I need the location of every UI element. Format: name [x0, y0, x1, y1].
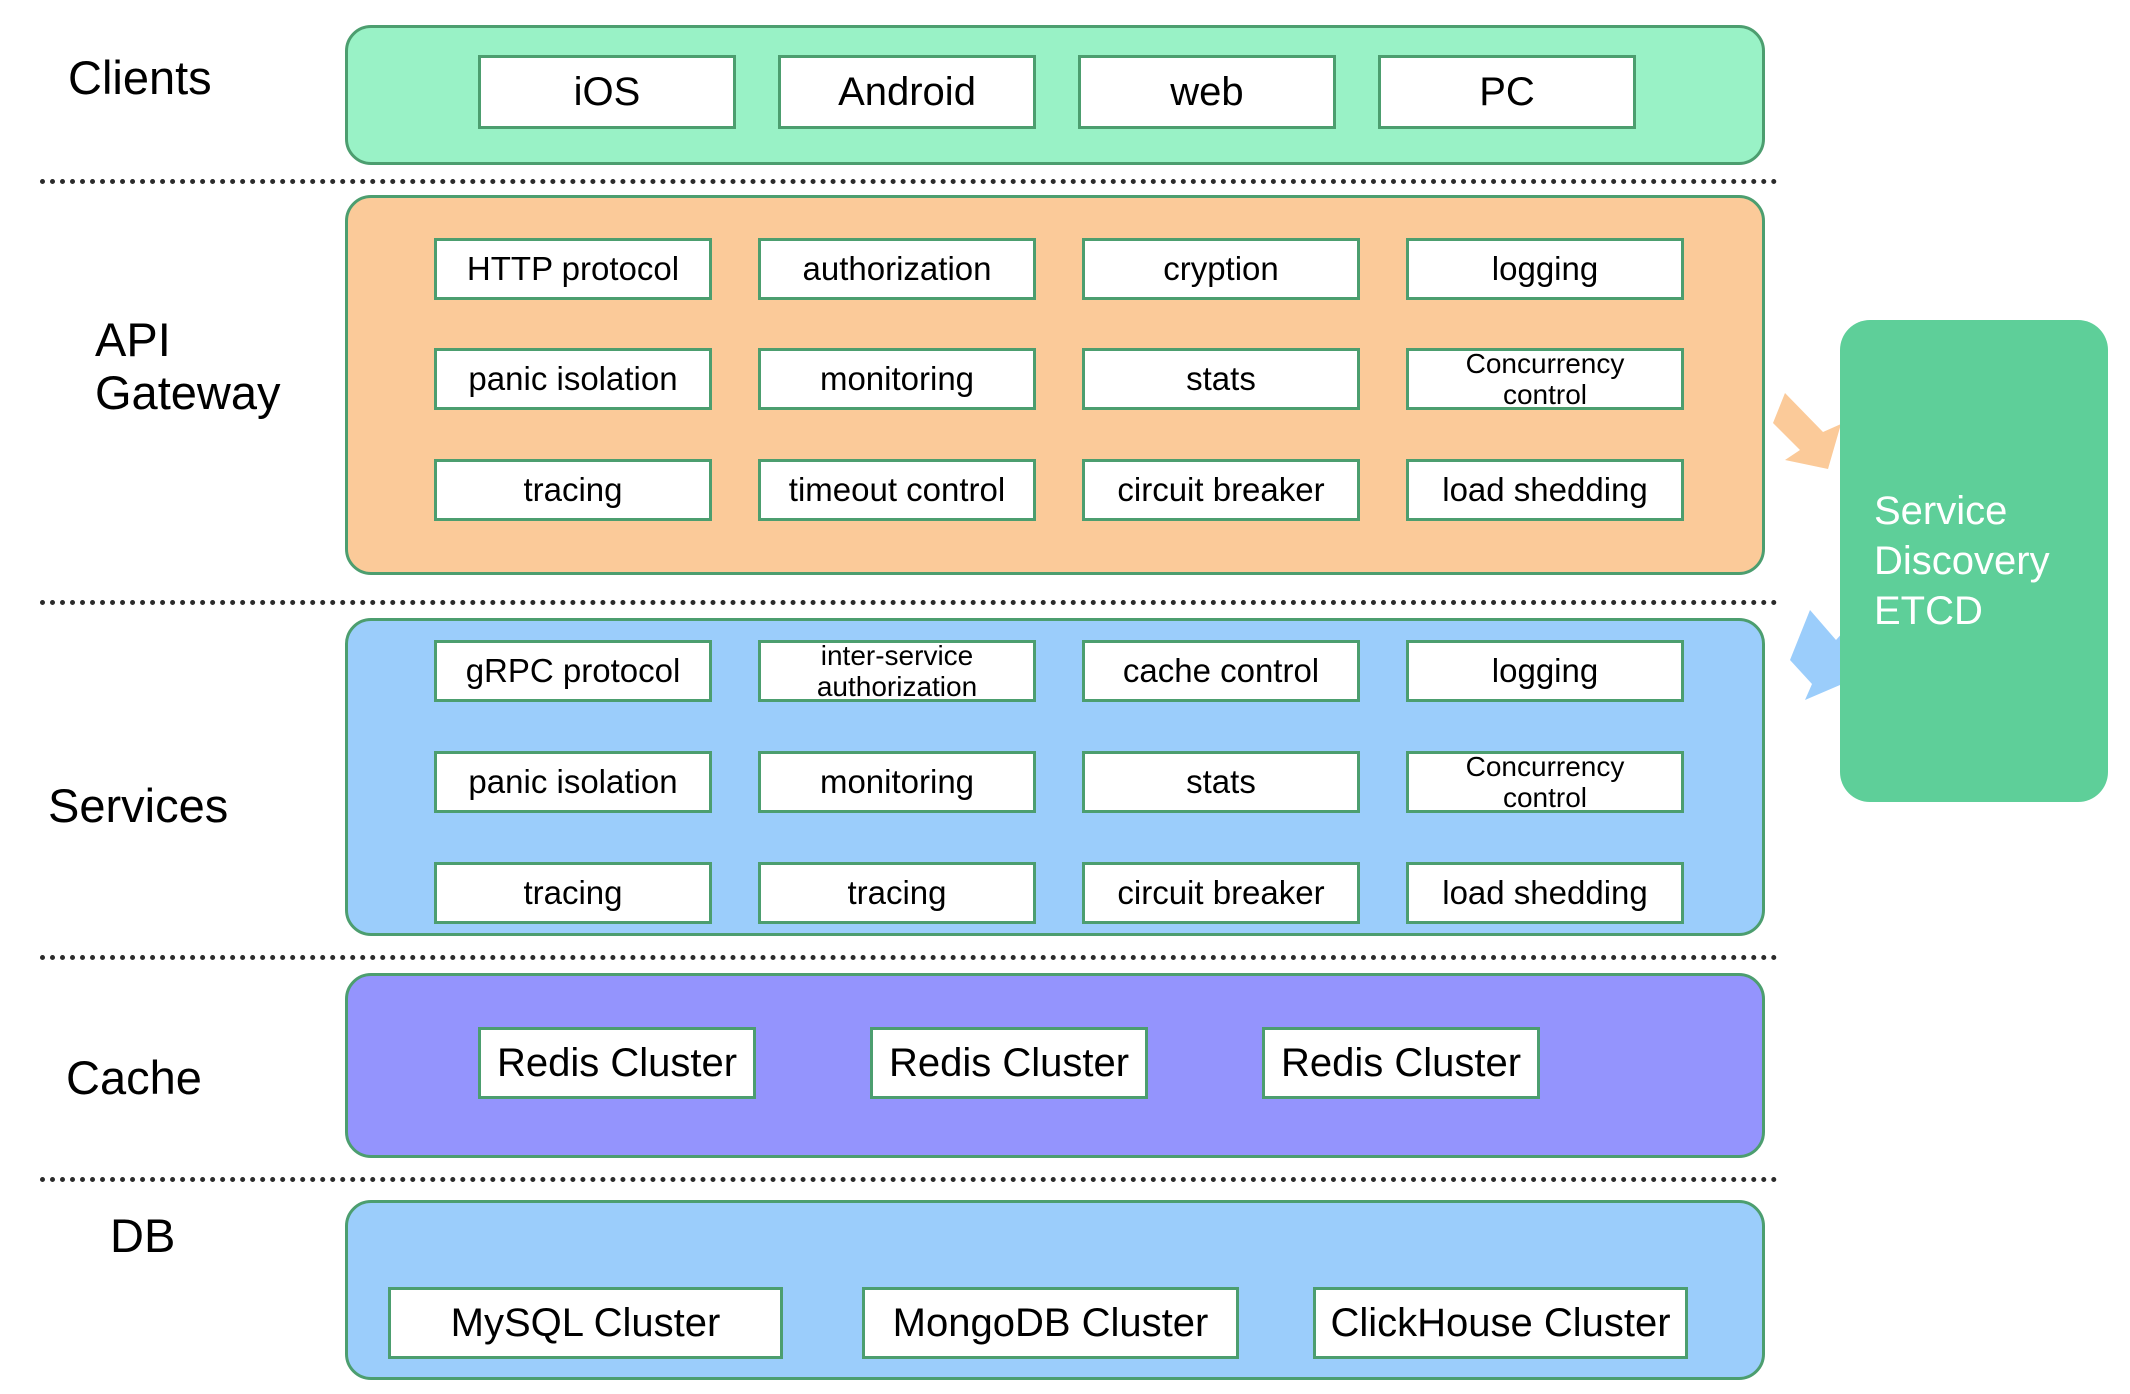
service-discovery-etcd-box[interactable]: Service Discovery ETCD	[1840, 320, 2108, 802]
chip-service-logging[interactable]: logging	[1406, 640, 1684, 702]
chip-service-cache-control[interactable]: cache control	[1082, 640, 1360, 702]
chip-gateway-load-shedding[interactable]: load shedding	[1406, 459, 1684, 521]
chip-gateway-circuit-breaker[interactable]: circuit breaker	[1082, 459, 1360, 521]
arrow-services-to-etcd-icon	[1790, 610, 1845, 700]
chip-gateway-http-protocol[interactable]: HTTP protocol	[434, 238, 712, 300]
chip-service-monitoring[interactable]: monitoring	[758, 751, 1036, 813]
chip-db-mysql-cluster[interactable]: MySQL Cluster	[388, 1287, 783, 1359]
chip-client-web[interactable]: web	[1078, 55, 1336, 129]
chip-cache-redis-1[interactable]: Redis Cluster	[478, 1027, 756, 1099]
separator-cache-db	[40, 1177, 1778, 1182]
separator-clients-gateway	[40, 179, 1778, 184]
chip-gateway-cryption[interactable]: cryption	[1082, 238, 1360, 300]
chip-gateway-logging[interactable]: logging	[1406, 238, 1684, 300]
separator-services-cache	[40, 955, 1778, 960]
chip-service-stats[interactable]: stats	[1082, 751, 1360, 813]
chip-service-tracing-1[interactable]: tracing	[434, 862, 712, 924]
chip-service-inter-service-authorization[interactable]: inter-service authorization	[758, 640, 1036, 702]
chip-service-load-shedding[interactable]: load shedding	[1406, 862, 1684, 924]
chip-service-panic-isolation[interactable]: panic isolation	[434, 751, 712, 813]
row-label-clients: Clients	[68, 51, 212, 104]
row-label-api-gateway: API Gateway	[95, 313, 281, 419]
chip-gateway-monitoring[interactable]: monitoring	[758, 348, 1036, 410]
chip-service-circuit-breaker[interactable]: circuit breaker	[1082, 862, 1360, 924]
chip-gateway-tracing[interactable]: tracing	[434, 459, 712, 521]
chip-service-grpc-protocol[interactable]: gRPC protocol	[434, 640, 712, 702]
row-label-cache: Cache	[66, 1051, 202, 1104]
chip-db-clickhouse-cluster[interactable]: ClickHouse Cluster	[1313, 1287, 1688, 1359]
chip-service-concurrency-control[interactable]: Concurrency control	[1406, 751, 1684, 813]
chip-gateway-stats[interactable]: stats	[1082, 348, 1360, 410]
chip-db-mongodb-cluster[interactable]: MongoDB Cluster	[862, 1287, 1239, 1359]
row-label-services: Services	[48, 779, 229, 832]
chip-service-tracing-2[interactable]: tracing	[758, 862, 1036, 924]
chip-gateway-panic-isolation[interactable]: panic isolation	[434, 348, 712, 410]
chip-client-ios[interactable]: iOS	[478, 55, 736, 129]
chip-client-android[interactable]: Android	[778, 55, 1036, 129]
chip-cache-redis-3[interactable]: Redis Cluster	[1262, 1027, 1540, 1099]
chip-gateway-timeout-control[interactable]: timeout control	[758, 459, 1036, 521]
service-discovery-etcd-label: Service Discovery ETCD	[1874, 489, 2050, 633]
chip-client-pc[interactable]: PC	[1378, 55, 1636, 129]
chip-gateway-concurrency-control[interactable]: Concurrency control	[1406, 348, 1684, 410]
arrow-gateway-to-etcd-icon	[1773, 393, 1841, 469]
row-label-db: DB	[110, 1209, 176, 1262]
chip-cache-redis-2[interactable]: Redis Cluster	[870, 1027, 1148, 1099]
chip-gateway-authorization[interactable]: authorization	[758, 238, 1036, 300]
separator-gateway-services	[40, 600, 1778, 605]
